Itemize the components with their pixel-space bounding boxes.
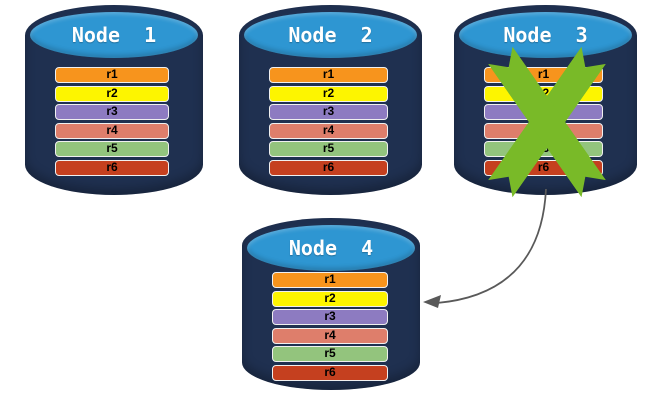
cylinder-top-ellipse: Node 3: [459, 12, 632, 58]
replica-row-r2: r2: [269, 85, 388, 102]
cylinder-top-ellipse: Node 2: [244, 12, 417, 58]
db-node-1: Node 1 r1 r2 r3 r4 r5 r6: [25, 5, 203, 195]
replica-row-stack: r1 r2 r3 r4 r5 r6: [269, 67, 388, 178]
replica-row-r5: r5: [55, 141, 169, 157]
db-node-3: Node 3 r1 r2 r3 r4 r5 r6: [454, 5, 637, 195]
replica-row-r2: r2: [55, 85, 169, 102]
replica-row-r5: r5: [272, 346, 388, 362]
failure-x-icon: [498, 52, 596, 192]
replica-row-r3: r3: [272, 309, 388, 325]
replica-row-r1: r1: [269, 67, 388, 83]
replica-row-r6: r6: [272, 364, 388, 381]
replica-row-r3: r3: [55, 104, 169, 120]
replica-row-r5: r5: [269, 141, 388, 157]
replica-row-r4: r4: [272, 327, 388, 344]
replica-row-stack: r1 r2 r3 r4 r5 r6: [272, 272, 388, 383]
replica-row-r3: r3: [269, 104, 388, 120]
replica-row-r6: r6: [55, 159, 169, 176]
cylinder-top-ellipse: Node 1: [30, 12, 198, 58]
replica-row-stack: r1 r2 r3 r4 r5 r6: [55, 67, 169, 178]
arrow-head-icon: [423, 295, 441, 308]
db-node-4: Node 4 r1 r2 r3 r4 r5 r6: [242, 218, 420, 390]
replica-row-r4: r4: [55, 122, 169, 139]
node-title: Node 4: [288, 236, 374, 260]
cylinder-top-ellipse: Node 4: [247, 225, 415, 271]
node-title: Node 3: [503, 23, 588, 47]
replica-row-r1: r1: [272, 272, 388, 288]
replica-row-r1: r1: [55, 67, 169, 83]
node-title: Node 1: [71, 23, 157, 47]
node-title: Node 2: [288, 23, 373, 47]
replica-row-r6: r6: [269, 159, 388, 176]
db-node-2: Node 2 r1 r2 r3 r4 r5 r6: [239, 5, 422, 195]
arrow-curve: [436, 188, 547, 304]
replica-row-r2: r2: [272, 290, 388, 307]
replica-row-r4: r4: [269, 122, 388, 139]
